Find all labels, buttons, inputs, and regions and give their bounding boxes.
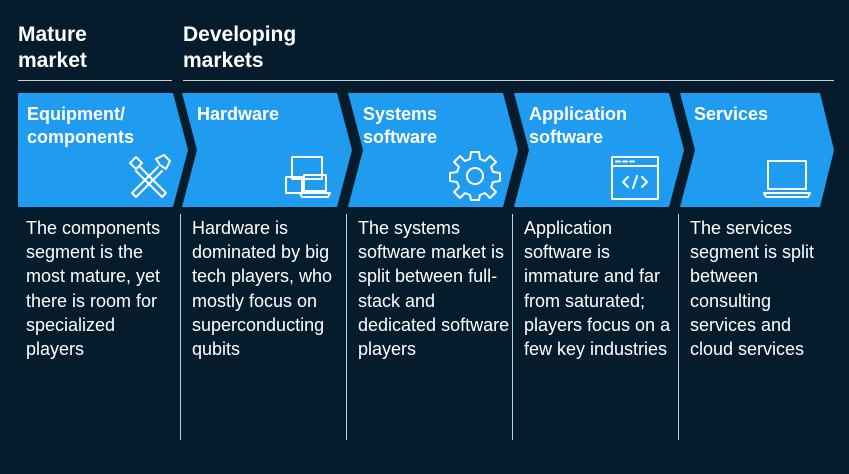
gear-icon bbox=[449, 151, 501, 201]
segment-services-chevron: Services bbox=[680, 93, 834, 207]
laptop-icon bbox=[763, 160, 811, 198]
column-divider bbox=[678, 214, 679, 440]
segment-description: The components segment is the most matur… bbox=[26, 218, 161, 360]
chevron-shape bbox=[348, 93, 518, 207]
segment-description: The systems software market is split bet… bbox=[358, 218, 510, 360]
segment-label: Services bbox=[694, 104, 769, 124]
mature-header-rule bbox=[18, 80, 172, 81]
developing-markets-header: Developing markets bbox=[183, 23, 297, 72]
segment-label: Hardware bbox=[197, 104, 280, 124]
column-divider bbox=[346, 214, 347, 440]
segment-application-software-chevron: Application software bbox=[514, 93, 684, 207]
segment-label: Equipment/ components bbox=[27, 104, 135, 147]
tools-icon bbox=[129, 154, 171, 198]
segment-systems-software-chevron: Systems software bbox=[348, 93, 518, 207]
segment-label: Systems software bbox=[363, 104, 438, 147]
segment-hardware-chevron: Hardware bbox=[182, 93, 352, 207]
segment-equipment-chevron: Equipment/ components bbox=[18, 93, 188, 207]
hardware-devices-icon bbox=[285, 156, 331, 198]
developing-header-rule bbox=[183, 80, 834, 81]
column-divider bbox=[180, 214, 181, 440]
code-window-icon bbox=[611, 156, 659, 200]
column-divider bbox=[512, 214, 513, 440]
chevron-shape bbox=[514, 93, 684, 207]
mature-market-header: Mature market bbox=[18, 23, 87, 72]
segment-label: Application software bbox=[529, 104, 627, 147]
segment-description: The services segment is split between co… bbox=[690, 218, 815, 360]
segment-description: Application software is immature and far… bbox=[524, 218, 671, 360]
chevron-shape bbox=[680, 93, 834, 207]
segment-description: Hardware is dominated by big tech player… bbox=[192, 218, 333, 360]
